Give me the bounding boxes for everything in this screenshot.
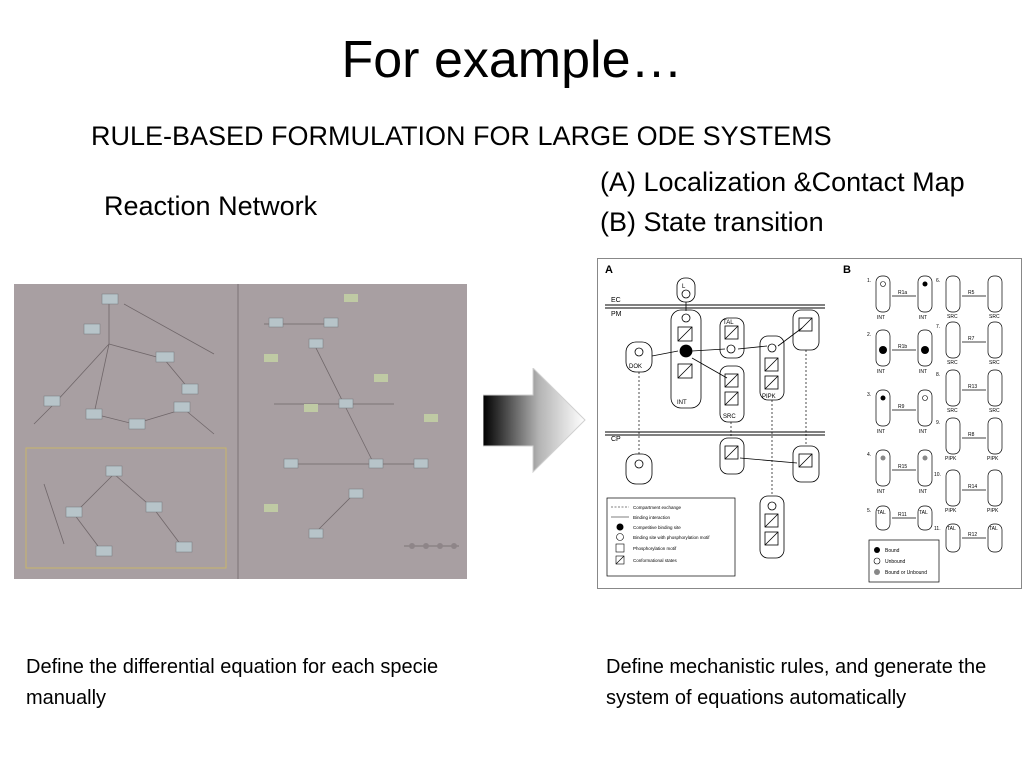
transition-4-number: 4. [867,452,871,458]
transition-5-number: 5. [867,508,871,514]
compartment-pm: PM [611,311,622,318]
species-l: L [682,284,686,290]
transition-7-right: SRC [989,360,1000,366]
transition-1-left: INT [877,315,885,321]
species-int: INT [677,400,687,406]
compartment-cp: CP [611,436,621,443]
transition-3-right: INT [919,429,927,435]
transition-11-left: TAL [947,526,956,532]
species-dok: DOK [629,364,642,370]
transition-9-rule: R8 [968,432,975,438]
reaction-network-label: Reaction Network [104,191,318,221]
transition-7-number: 7. [936,324,940,330]
transition-1-right: INT [919,315,927,321]
transition-7-left: SRC [947,360,958,366]
slide-subtitle: RULE-BASED FORMULATION FOR LARGE ODE SYS… [91,121,832,151]
contact-map-label: (A) Localization &Contact Map [600,167,965,197]
transition-6-left: SRC [947,314,958,320]
transition-5-rule: R11 [898,512,907,518]
right-caption: Define mechanistic rules, and generate t… [606,656,987,709]
transition-9-number: 9. [936,420,940,426]
state-transition-label: (B) State transition [600,207,824,237]
species-src: SRC [723,414,736,420]
transition-8-number: 8. [936,372,940,378]
transition-2-rule: R1b [898,344,907,350]
transition-2-number: 2. [867,332,871,338]
transition-6-right: SRC [989,314,1000,320]
transition-3-left: INT [877,429,885,435]
transition-6-number: 6. [936,278,940,284]
reaction-network-figure [14,284,467,579]
legend-compartment-exchange: Compartment exchange [633,505,682,510]
transition-9-right: PIPK [987,456,999,462]
transition-3-rule: R9 [898,404,905,410]
compartment-ec: EC [611,297,621,304]
transition-2-left: INT [877,369,885,375]
transition-11-right: TAL [989,526,998,532]
transition-6-rule: R5 [968,290,975,296]
transition-3-number: 3. [867,392,871,398]
transition-10-number: 10. [934,472,941,478]
legend-unbound: Unbound [885,559,906,565]
transition-9-left: PIPK [945,456,957,462]
transition-1-rule: R1a [898,290,907,296]
transition-11-number: 11. [934,526,941,532]
transition-4-rule: R15 [898,464,907,470]
transition-2-right: INT [919,369,927,375]
panel-b-label: B [843,264,851,276]
transition-10-rule: R14 [968,484,977,490]
transition-4-right: INT [919,489,927,495]
legend-phospho-binding-site: Binding site with phosphorylation motif [633,535,710,540]
legend-phosphorylation-motif: Phosphorylation motif [633,546,677,551]
right-arrow-icon [483,368,586,473]
legend-bound-or-unbound: Bound or Unbound [885,570,927,576]
transition-4-left: INT [877,489,885,495]
species-tal: TAL [723,320,734,326]
slide-title: For example… [341,31,683,89]
transition-8-left: SRC [947,408,958,414]
panel-a-label: A [605,264,613,276]
transition-11-rule: R12 [968,532,977,538]
legend-conformational-states: Conformational states [633,558,678,563]
transition-8-right: SRC [989,408,1000,414]
species-pipk: PIPK [762,394,776,400]
transition-5-right: TAL [919,510,928,516]
left-caption: Define the differential equation for eac… [26,656,439,709]
transition-5-left: TAL [877,510,886,516]
legend-competitive-binding: Competitive binding site [633,525,681,530]
legend-binding-interaction: Binding interaction [633,515,671,520]
transition-10-right: PIPK [987,508,999,514]
contact-map-figure: A B EC PM CP [597,258,1022,589]
transition-1-number: 1. [867,278,871,284]
transition-8-rule: R13 [968,384,977,390]
legend-bound: Bound [885,548,900,554]
transition-7-rule: R7 [968,336,975,342]
transition-10-left: PIPK [945,508,957,514]
